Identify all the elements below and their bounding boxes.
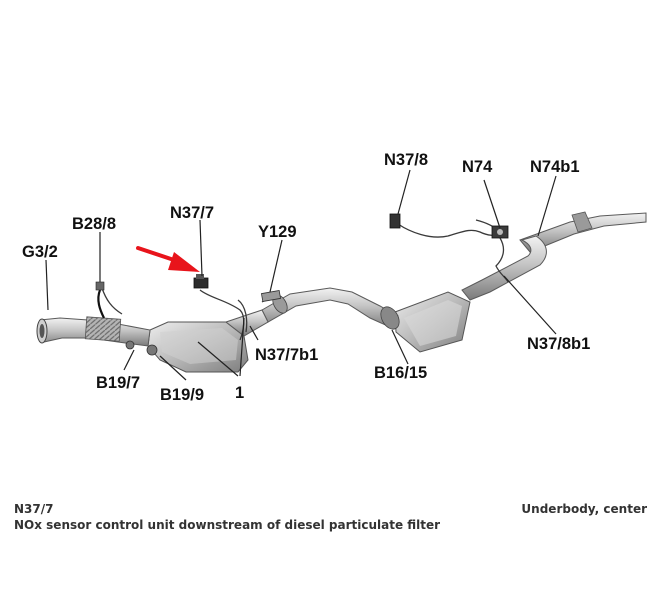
caption-description: NOx sensor control unit downstream of di… [14, 518, 441, 532]
label-n37-8b1: N37/8b1 [527, 335, 590, 353]
middle-pipe [261, 287, 400, 330]
label-b28-8: B28/8 [72, 215, 116, 233]
label-n37-7b1: N37/7b1 [255, 346, 318, 364]
label-b19-9: B19/9 [160, 386, 204, 404]
leader-lines [45, 169, 557, 381]
n74-control-unit [491, 225, 509, 239]
n37-7-control-unit [193, 274, 209, 289]
label-n37-8: N37/8 [384, 151, 428, 169]
exhaust-tailpipe [461, 211, 647, 301]
particulate-filter [146, 309, 269, 373]
label-b16-15: B16/15 [374, 364, 427, 382]
label-1: 1 [235, 384, 244, 402]
label-g3-2: G3/2 [22, 243, 58, 261]
label-n37-7: N37/7 [170, 204, 214, 222]
front-pipe [36, 316, 151, 350]
n37-8-control-unit [389, 213, 401, 229]
label-b19-7: B19/7 [96, 374, 140, 392]
caption-location: Underbody, center [521, 502, 647, 516]
label-n74b1: N74b1 [530, 158, 580, 176]
caption-component-code: N37/7 [14, 502, 54, 516]
label-y129: Y129 [258, 223, 297, 241]
rear-silencer [394, 291, 471, 353]
b28-8-sensor [95, 281, 105, 291]
label-n74: N74 [462, 158, 493, 176]
red-indicator-arrow [136, 246, 200, 272]
